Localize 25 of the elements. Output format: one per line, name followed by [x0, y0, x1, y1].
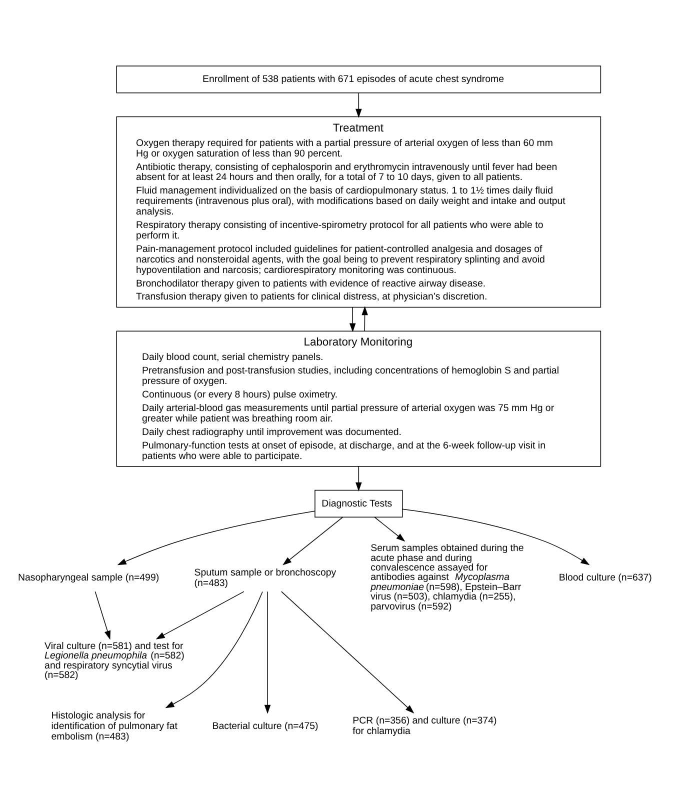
node-text: Nasopharyngeal sample (n=499) [18, 572, 160, 584]
arrow [402, 508, 590, 565]
node-box: Enrollment of 538 patients with 671 episodes of acute chest syndrome [116, 65, 602, 93]
node-text: PCR (n=356) and culture (n=374) for chlamydia [352, 715, 497, 737]
arrow [117, 510, 315, 565]
node-box: Laboratory Monitoring Daily blood count, serial chemistry panels. Pretransfusion and post-transfusion studies, including concentrations of hemoglobin S and partial pressure of oxygen. Continuous (or every 8 hours) pulse oximetry. Daily arterial-blood gas measurements until partial pressure of arterial oxygen was 75 mm Hg or greater while patient was breathing room air. Daily chest radiography until improvement was documented. Pulmonary-function tests at onset of episode, at discharge, and at the 6-week follow-up visit in patients who were able to participate. [116, 330, 602, 466]
arrow [264, 590, 271, 714]
node-text: Sputum sample or bronchoscopy (n=483) [194, 566, 336, 588]
arrow [356, 466, 362, 491]
node-text: Blood culture (n=637) [558, 572, 652, 584]
arrow [374, 516, 406, 542]
arrow [94, 590, 110, 640]
arrow [362, 306, 368, 331]
arrow [282, 516, 343, 565]
arrow [356, 92, 362, 118]
arrow [156, 590, 244, 639]
arrow [349, 306, 356, 332]
node-text: Bacterial culture (n=475) [212, 720, 318, 732]
node-text: Histologic analysis for identification of pulmonary fat embolism (n=483) [51, 710, 178, 742]
node-box: Treatment Oxygen therapy required for patients with a partial pressure of arterial oxygen of less than 60 mm Hg or oxygen saturation of less than 90 percent. Antibiotic therapy, consisting of cephalosporin and erythromycin intravenously until fever had been absent for at least 24 hours and then orally, for a total of 7 to 10 days, given to all patients. Fluid management individualized on the basis of cardiopulmonary status. 1 to 1½ times daily fluid requirements (intravenous plus oral), with modifications based on daily weight and intake and output analysis. Respiratory therapy consisting of incentive-spirometry protocol for all patients who were able to perform it. Pain-management protocol included guidelines for patient-controlled analgesia and dosages of narcotics and nonsteroidal agents, with the goal being to prevent respiratory splinting and avoid hypoventilation and narcosis; cardiorespiratory monitoring was continuous. Bronchodilator therapy given to patients with evidence of reactive airway disease. Transfusion therapy given to patients for clinical distress, at physician’s discretion. [116, 116, 602, 308]
node-text: Viral culture (n=581) and test for Legionella pneumophila (n=582) and respiratory syncytial virus (n=582) [44, 640, 184, 681]
arrow [281, 590, 414, 714]
node-text: Serum samples obtained during the acute phase and during convalescence assayed for antibodies against Mycoplasma pneumoniae (n=598), Epstein–Barr virus (n=503), chlamydia (n=255), parvovirus (n=592) [370, 542, 524, 612]
node-box: Diagnostic Tests [314, 489, 403, 518]
arrow [165, 590, 263, 708]
